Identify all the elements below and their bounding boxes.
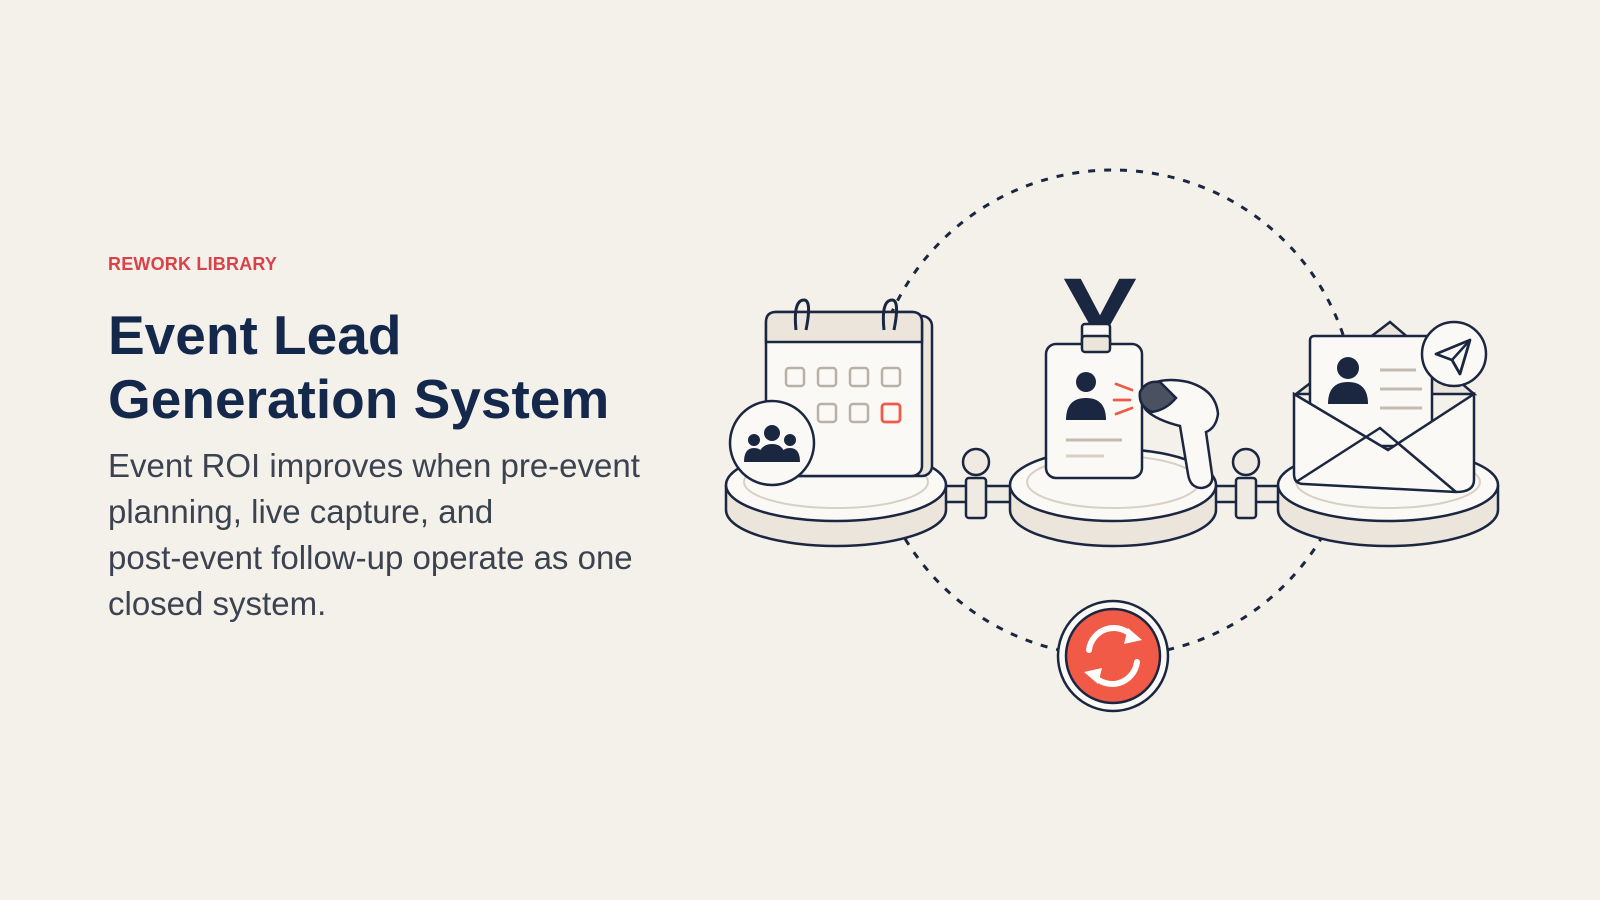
lead-system-illustration bbox=[724, 168, 1500, 713]
description-line-2: planning, live capture, and bbox=[108, 493, 494, 530]
description: Event ROI improves when pre-event planni… bbox=[108, 443, 698, 627]
title-line-1: Event Lead bbox=[108, 304, 402, 366]
id-badge-icon bbox=[1044, 278, 1144, 480]
text-column: REWORK LIBRARY Event Lead Generation Sys… bbox=[108, 254, 698, 627]
eyebrow-label: REWORK LIBRARY bbox=[108, 254, 278, 274]
page-title: Event Lead Generation System bbox=[108, 303, 698, 431]
send-arrow-icon bbox=[1420, 320, 1488, 388]
title-line-2: Generation System bbox=[108, 368, 610, 430]
pipe-connector-left bbox=[938, 447, 1022, 520]
refresh-cycle-icon bbox=[1056, 599, 1170, 713]
description-line-1: Event ROI improves when pre-event bbox=[108, 447, 640, 484]
pipe-connector-right bbox=[1210, 447, 1290, 520]
people-group-icon bbox=[728, 399, 816, 487]
description-line-3: post-event follow-up operate as one bbox=[108, 539, 633, 576]
description-line-4: closed system. bbox=[108, 585, 327, 622]
barcode-scanner-icon bbox=[1112, 378, 1220, 490]
